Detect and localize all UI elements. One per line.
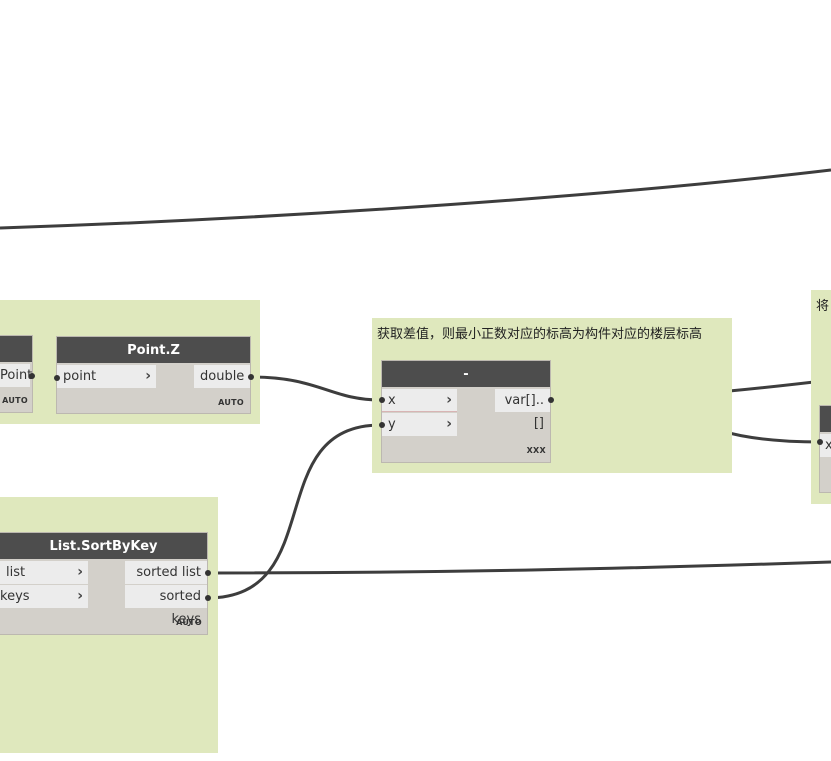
output-port-sorted-keys[interactable]: sorted keys [125,585,207,627]
input-port-keys[interactable]: keys › [0,585,88,608]
lacing-label: AUTO [176,618,202,627]
input-port-point[interactable]: point › [57,365,156,388]
output-pin-sorted-keys[interactable] [205,595,211,601]
input-port-y[interactable]: y › [382,413,457,436]
node-header[interactable] [820,406,831,432]
chevron-right-icon: › [77,588,83,604]
node-title[interactable]: Point.Z [57,337,250,363]
lacing-label: XXX [526,446,546,455]
chevron-right-icon: › [77,564,83,580]
node-left-partial[interactable]: Point AUTO [0,336,35,412]
node-right-partial[interactable]: x [820,406,831,492]
port-label: point [63,369,97,384]
output-pin-sorted-list[interactable] [205,570,211,576]
group-title-right: 将 [816,299,830,314]
input-port-list[interactable]: list › [0,561,88,584]
input-pin-x[interactable] [379,397,385,403]
port-label: x [825,438,831,453]
node-point-z[interactable]: Point.Z point › double AUTO [57,337,250,413]
chevron-right-icon: › [145,368,151,384]
node-subtract[interactable]: - x › y › var[]..[] XXX [382,361,550,462]
output-port-var[interactable]: var[]..[] [495,389,550,431]
output-port-point[interactable]: Point [0,364,32,387]
wire-sortedlist-right[interactable] [206,560,831,575]
port-label: x [388,393,396,408]
output-pin-double[interactable] [248,374,254,380]
lacing-label: AUTO [218,398,244,407]
input-port-x[interactable]: x [820,434,831,457]
wire-double-to-x[interactable] [250,375,382,402]
input-pin-y[interactable] [379,422,385,428]
port-label: y [388,417,396,432]
output-port-sorted-list[interactable]: sorted list [125,561,207,584]
wire-top-long[interactable] [0,168,831,230]
input-pin-right[interactable] [817,439,823,445]
lacing-label: AUTO [2,396,28,405]
wire-sortedkeys-to-y[interactable] [206,423,382,600]
output-port-double[interactable]: double [194,365,250,388]
node-header[interactable] [0,336,32,362]
output-pin-var[interactable] [548,397,554,403]
group-title: 获取差值，则最小正数对应的标高为构件对应的楼层标高 [377,327,703,342]
output-pin[interactable] [29,373,35,379]
node-title[interactable]: List.SortByKey [0,533,207,559]
chevron-right-icon: › [446,416,452,432]
input-pin-point[interactable] [54,375,60,381]
port-label: list [6,565,26,580]
input-port-x[interactable]: x › [382,389,457,412]
node-title[interactable]: - [382,361,550,387]
chevron-right-icon: › [446,392,452,408]
node-list-sortbykey[interactable]: List.SortByKey list › keys › sorted list… [0,533,207,634]
port-label: keys [0,589,30,604]
